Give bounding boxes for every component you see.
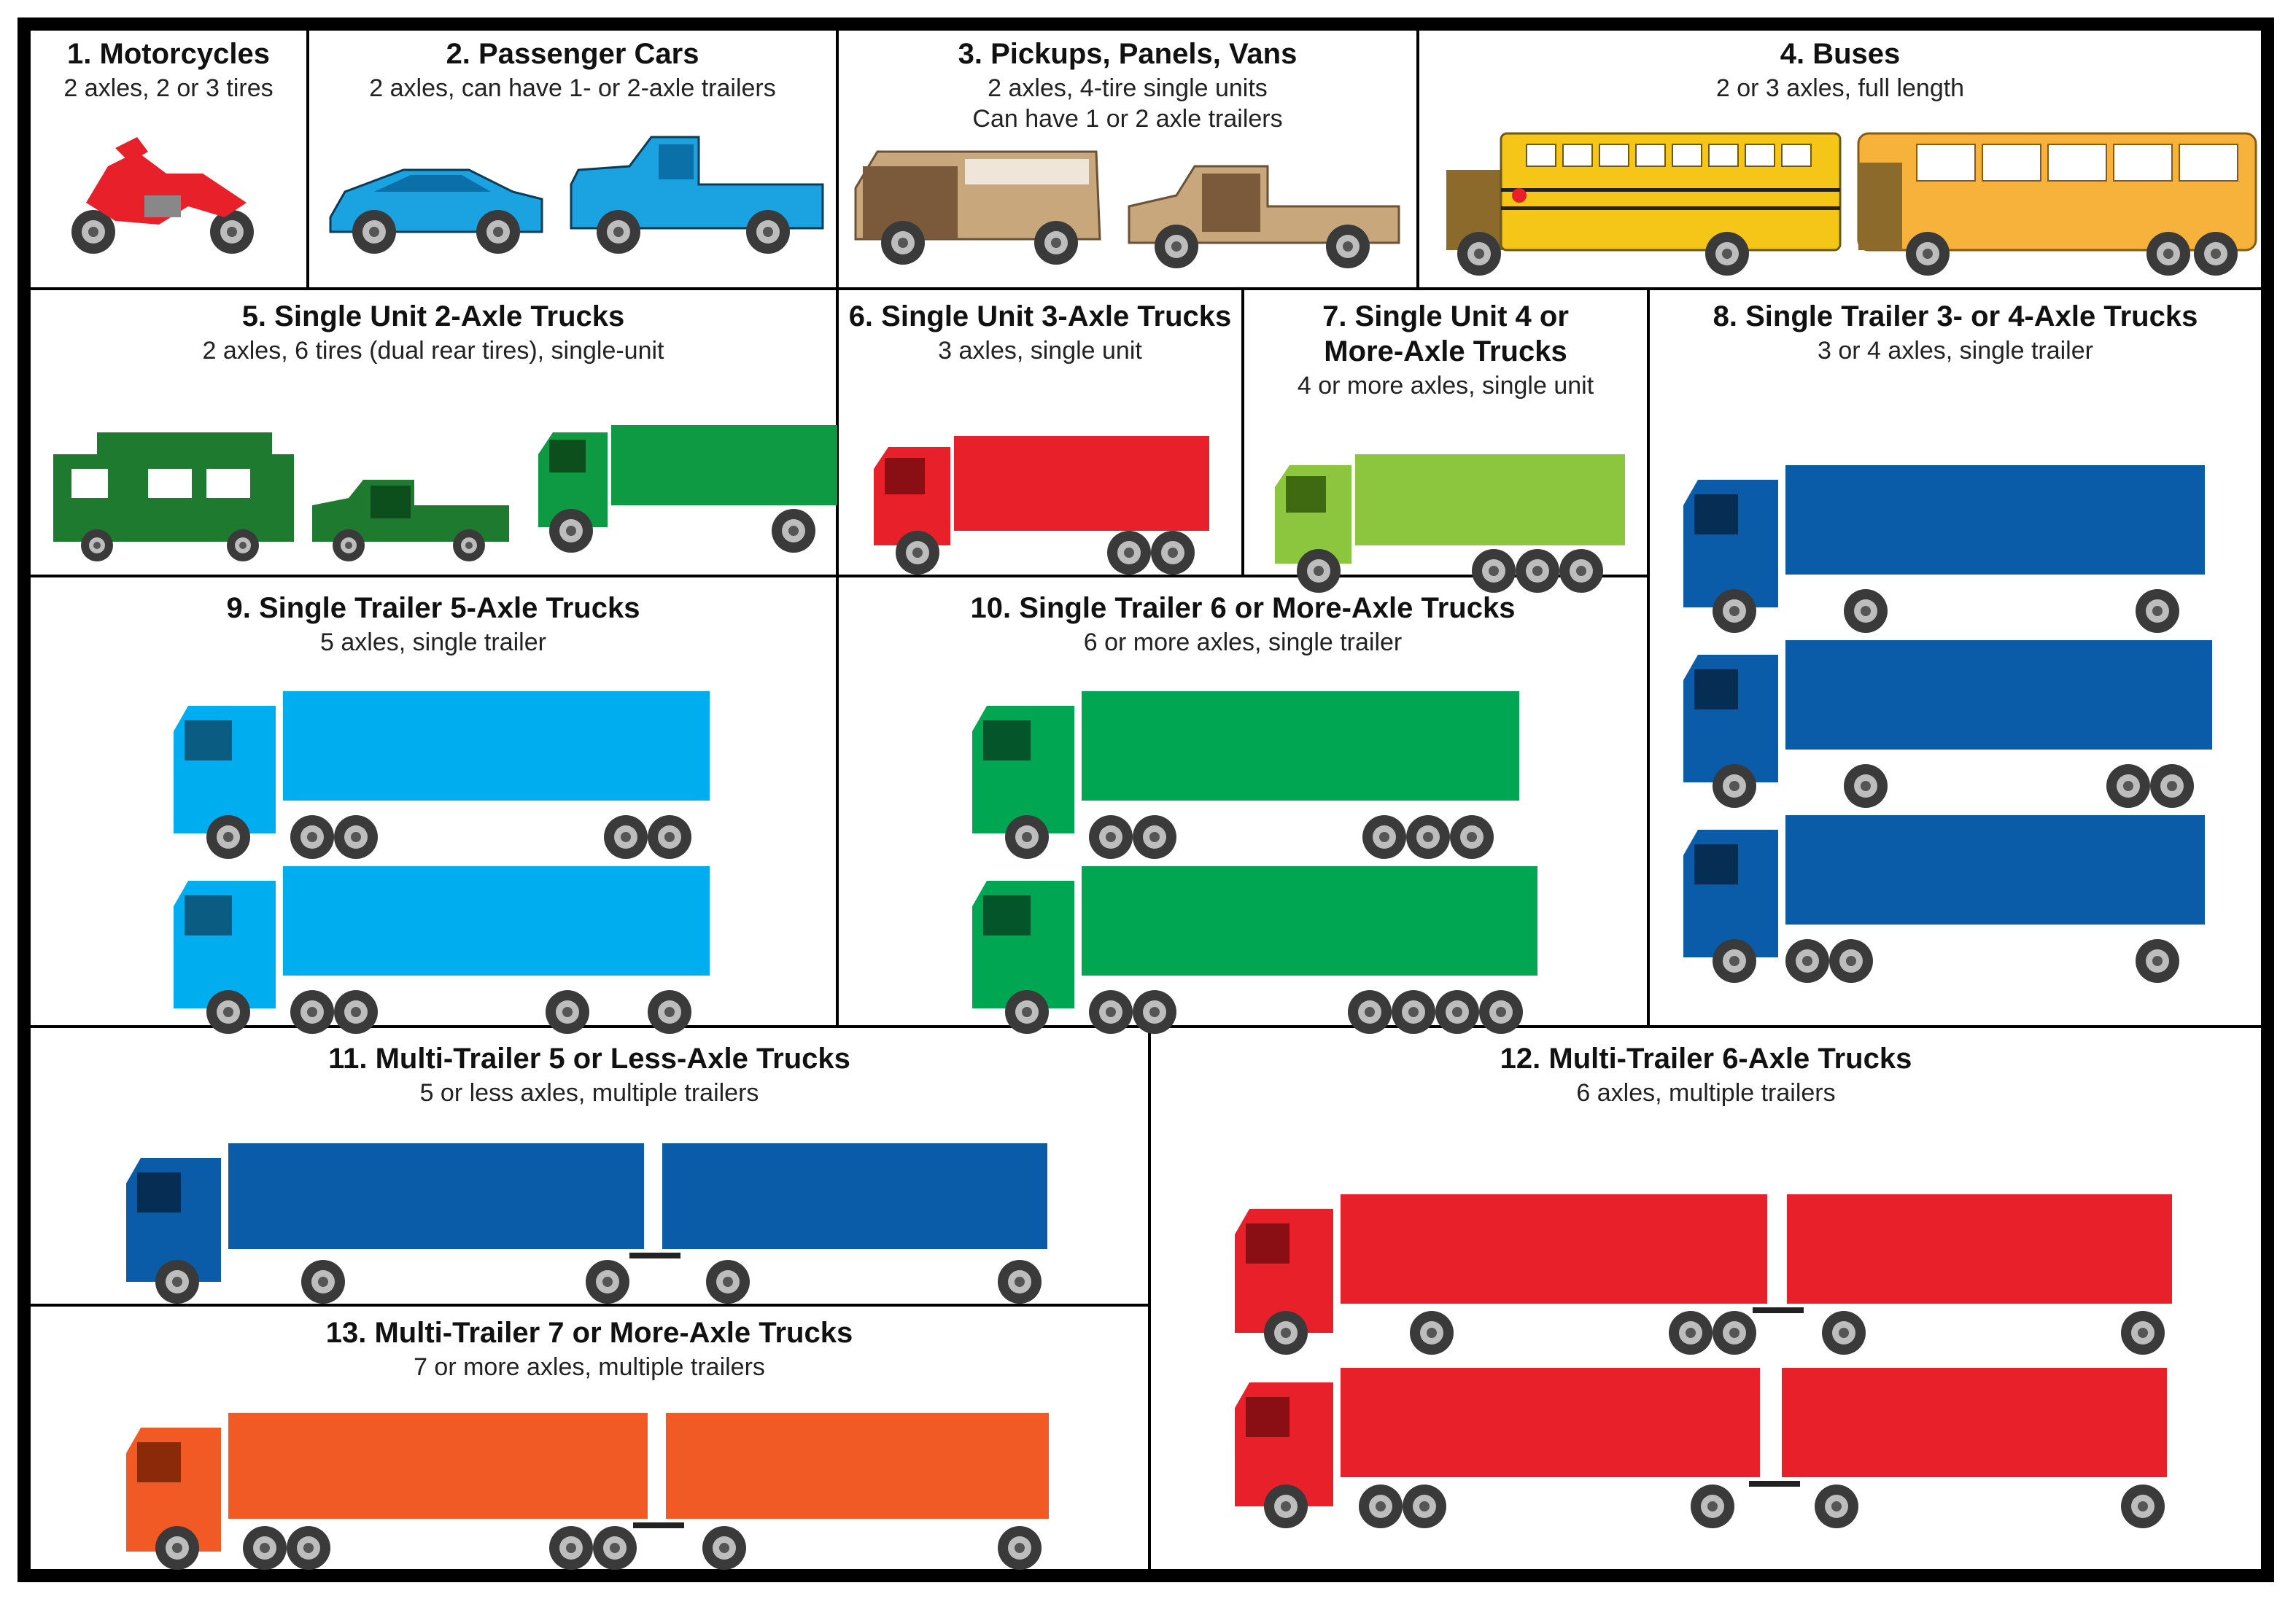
van-icon: [854, 150, 1101, 265]
class-description: 6 or more axles, single trailer: [1083, 629, 1403, 656]
class-title: 11. Multi-Trailer 5 or Less-Axle Trucks: [328, 1043, 850, 1075]
class-description: 6 axles, multiple trailers: [1576, 1079, 1836, 1107]
semi-truck-icon: [174, 691, 710, 859]
class-title-line-2: More-Axle Trucks: [1324, 335, 1567, 367]
semi-truck-icon: [972, 866, 1537, 1034]
pickup-icon: [1128, 165, 1400, 268]
class-title: 6. Single Unit 3-Axle Trucks: [848, 300, 1232, 332]
class-title: 12. Multi-Trailer 6-Axle Trucks: [1500, 1043, 1912, 1075]
class-description: 2 axles, 6 tires (dual rear tires), sing…: [202, 337, 664, 365]
vehicle-classification-chart: 1. Motorcycles 2 axles, 2 or 3 tires 2. …: [18, 17, 2274, 1582]
school-bus-icon: [1446, 132, 1842, 276]
vehicle-illustrations: [53, 132, 2257, 1570]
double-trailer-truck-icon: [1235, 1368, 2167, 1528]
class-1-cell: 1. Motorcycles 2 axles, 2 or 3 tires: [28, 28, 309, 290]
coach-bus-icon: [1857, 132, 2257, 276]
class-title: 5. Single Unit 2-Axle Trucks: [241, 300, 625, 332]
pickup-icon: [312, 480, 509, 561]
class-title: 13. Multi-Trailer 7 or More-Axle Trucks: [325, 1317, 853, 1349]
class-description: 2 axles, can have 1- or 2-axle trailers: [369, 74, 776, 102]
semi-truck-icon: [1683, 640, 2212, 808]
motorcycle-icon: [71, 137, 254, 254]
class-description: 2 axles, 2 or 3 tires: [63, 74, 274, 102]
pickup-icon: [570, 136, 824, 254]
class-title: 2. Passenger Cars: [446, 38, 699, 70]
camper-icon: [53, 432, 294, 561]
class-title: 8. Single Trailer 3- or 4-Axle Trucks: [1713, 300, 2198, 332]
class-description: 7 or more axles, multiple trailers: [414, 1353, 765, 1381]
double-trailer-truck-icon: [126, 1143, 1047, 1304]
class-title: 1. Motorcycles: [67, 38, 270, 70]
class-description: 3 axles, single unit: [938, 337, 1142, 365]
truck-icon: [1275, 454, 1625, 593]
car-icon: [329, 168, 543, 254]
class-title: 3. Pickups, Panels, Vans: [958, 38, 1298, 70]
class-title: 9. Single Trailer 5-Axle Trucks: [226, 592, 640, 624]
double-trailer-truck-icon: [126, 1413, 1049, 1570]
class-description: 5 or less axles, multiple trailers: [419, 1079, 759, 1107]
class-description: 3 or 4 axles, single trailer: [1818, 337, 2093, 365]
class-description-line-2: Can have 1 or 2 axle trailers: [972, 105, 1283, 133]
double-trailer-truck-icon: [1235, 1194, 2172, 1355]
box-truck-icon: [538, 425, 837, 553]
semi-truck-icon: [1683, 465, 2205, 633]
class-description: 5 axles, single trailer: [320, 629, 546, 656]
class-title: 10. Single Trailer 6 or More-Axle Trucks: [970, 592, 1516, 624]
class-title: 7. Single Unit 4 or: [1322, 300, 1569, 332]
class-description: 2 axles, 4-tire single units: [988, 74, 1268, 102]
class-description: 2 or 3 axles, full length: [1715, 74, 1965, 102]
semi-truck-icon: [972, 691, 1519, 859]
semi-truck-icon: [1683, 815, 2205, 983]
semi-truck-icon: [174, 866, 710, 1034]
class-title: 4. Buses: [1780, 38, 1901, 70]
truck-icon: [874, 436, 1209, 575]
class-description: 4 or more axles, single unit: [1297, 372, 1594, 400]
